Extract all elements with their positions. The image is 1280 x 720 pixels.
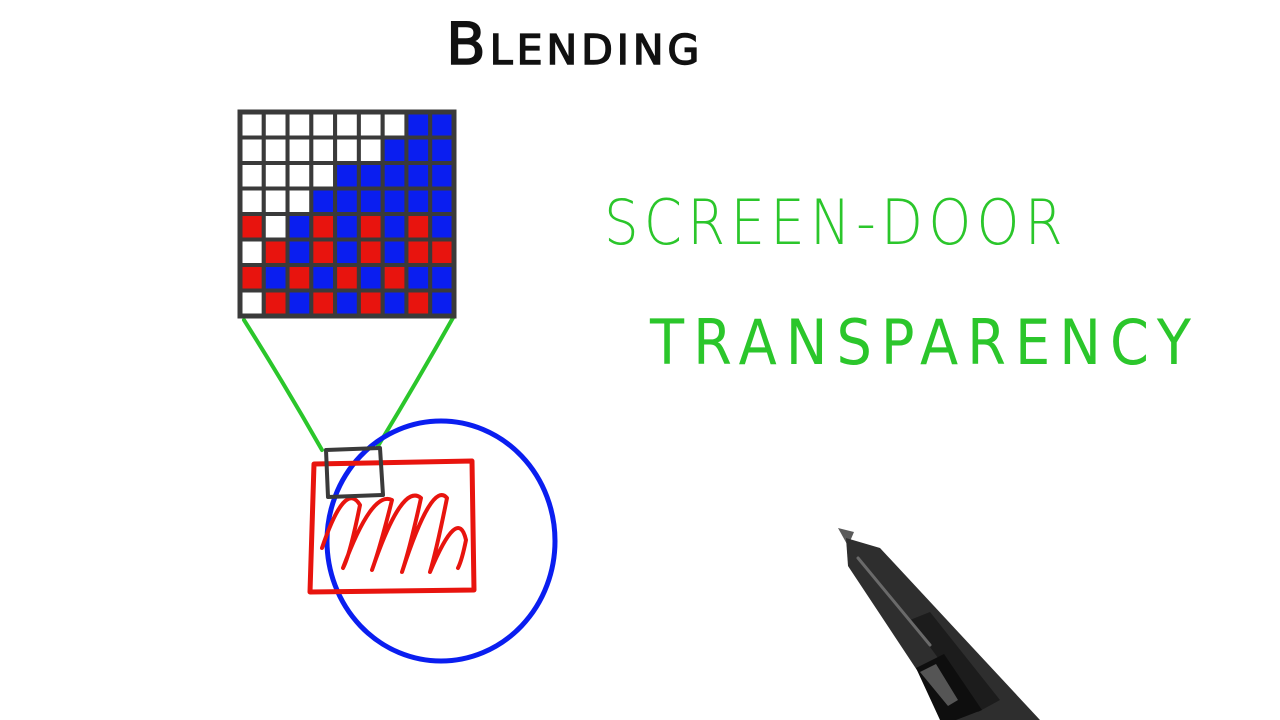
- grid-cell: [428, 237, 457, 267]
- grid-cell: [238, 110, 266, 140]
- grid-cell: [356, 110, 385, 140]
- grid-cell: [285, 161, 314, 191]
- grid-cell: [333, 110, 361, 140]
- grid-cell: [333, 263, 361, 293]
- grid-cell: [285, 186, 314, 216]
- grid-cell: [285, 135, 314, 165]
- grid-cell: [356, 263, 385, 293]
- grid-cell: [285, 212, 314, 242]
- grid-cell: [428, 135, 457, 165]
- grid-cell: [309, 186, 338, 216]
- grid-cell: [309, 161, 338, 191]
- grid-cell: [238, 288, 266, 318]
- grid-cell: [238, 161, 266, 191]
- grid-cell: [309, 288, 338, 318]
- grid-cell: [309, 212, 338, 242]
- zoom-line-right: [376, 314, 456, 448]
- grid-cell: [261, 237, 290, 267]
- rectangle-icon: [307, 458, 477, 595]
- grid-cell: [285, 110, 314, 140]
- grid-cell: [404, 263, 433, 293]
- grid-cell: [404, 186, 433, 216]
- grid-cell: [309, 237, 338, 267]
- grid-cell: [238, 212, 266, 242]
- grid-cell: [380, 288, 409, 318]
- grid-cell: [356, 288, 385, 318]
- grid-cell: [309, 110, 338, 140]
- grid-cell: [380, 212, 409, 242]
- magnify-box: [324, 446, 385, 499]
- grid-cell: [428, 212, 457, 242]
- grid-cell: [404, 288, 433, 318]
- grid-cell: [309, 135, 338, 165]
- grid-cell: [285, 263, 314, 293]
- grid-cell: [404, 212, 433, 242]
- grid-cell: [380, 110, 409, 140]
- grid-cell: [285, 288, 314, 318]
- grid-cell: [261, 161, 290, 191]
- grid-cell: [404, 237, 433, 267]
- grid-cell: [261, 135, 290, 165]
- page-title: Blending: [445, 9, 704, 79]
- annotation-line-2: TRANSPARENCY: [650, 306, 1201, 379]
- grid-cell: [285, 237, 314, 267]
- grid-cell: [380, 161, 409, 191]
- grid-cell: [428, 186, 457, 216]
- grid-cell: [380, 237, 409, 267]
- grid-cell: [380, 186, 409, 216]
- grid-cell: [428, 161, 457, 191]
- grid-cell: [428, 288, 457, 318]
- grid-cell: [238, 237, 266, 267]
- annotation-line-1: SCREEN-DOOR: [604, 186, 1068, 259]
- grid-cell: [238, 186, 266, 216]
- grid-cell: [333, 288, 361, 318]
- grid-cell: [428, 263, 457, 293]
- grid-cell: [356, 186, 385, 216]
- grid-cell: [404, 110, 433, 140]
- grid-cell: [333, 237, 361, 267]
- grid-border: [237, 109, 457, 319]
- grid-cell: [238, 135, 266, 165]
- grid-cell: [404, 135, 433, 165]
- grid-cell: [309, 263, 338, 293]
- grid-cell: [333, 135, 361, 165]
- grid-cell: [380, 263, 409, 293]
- grid-cell: [333, 161, 361, 191]
- grid-cell: [356, 237, 385, 267]
- grid-icon: [237, 109, 457, 319]
- zoom-line-left: [242, 318, 324, 452]
- grid-cell: [261, 186, 290, 216]
- grid-cell: [238, 263, 266, 293]
- circle-icon: [324, 418, 558, 664]
- grid-cell: [356, 161, 385, 191]
- grid-cell: [380, 135, 409, 165]
- grid-cell: [261, 288, 290, 318]
- grid-cell: [356, 135, 385, 165]
- grid-cell: [261, 263, 290, 293]
- grid-cell: [261, 212, 290, 242]
- grid-cell: [333, 186, 361, 216]
- pen-icon: [838, 528, 1040, 720]
- grid-cell: [404, 161, 433, 191]
- grid-cell: [261, 110, 290, 140]
- grid-cell: [428, 110, 457, 140]
- grid-cell: [333, 212, 361, 242]
- grid-cell: [356, 212, 385, 242]
